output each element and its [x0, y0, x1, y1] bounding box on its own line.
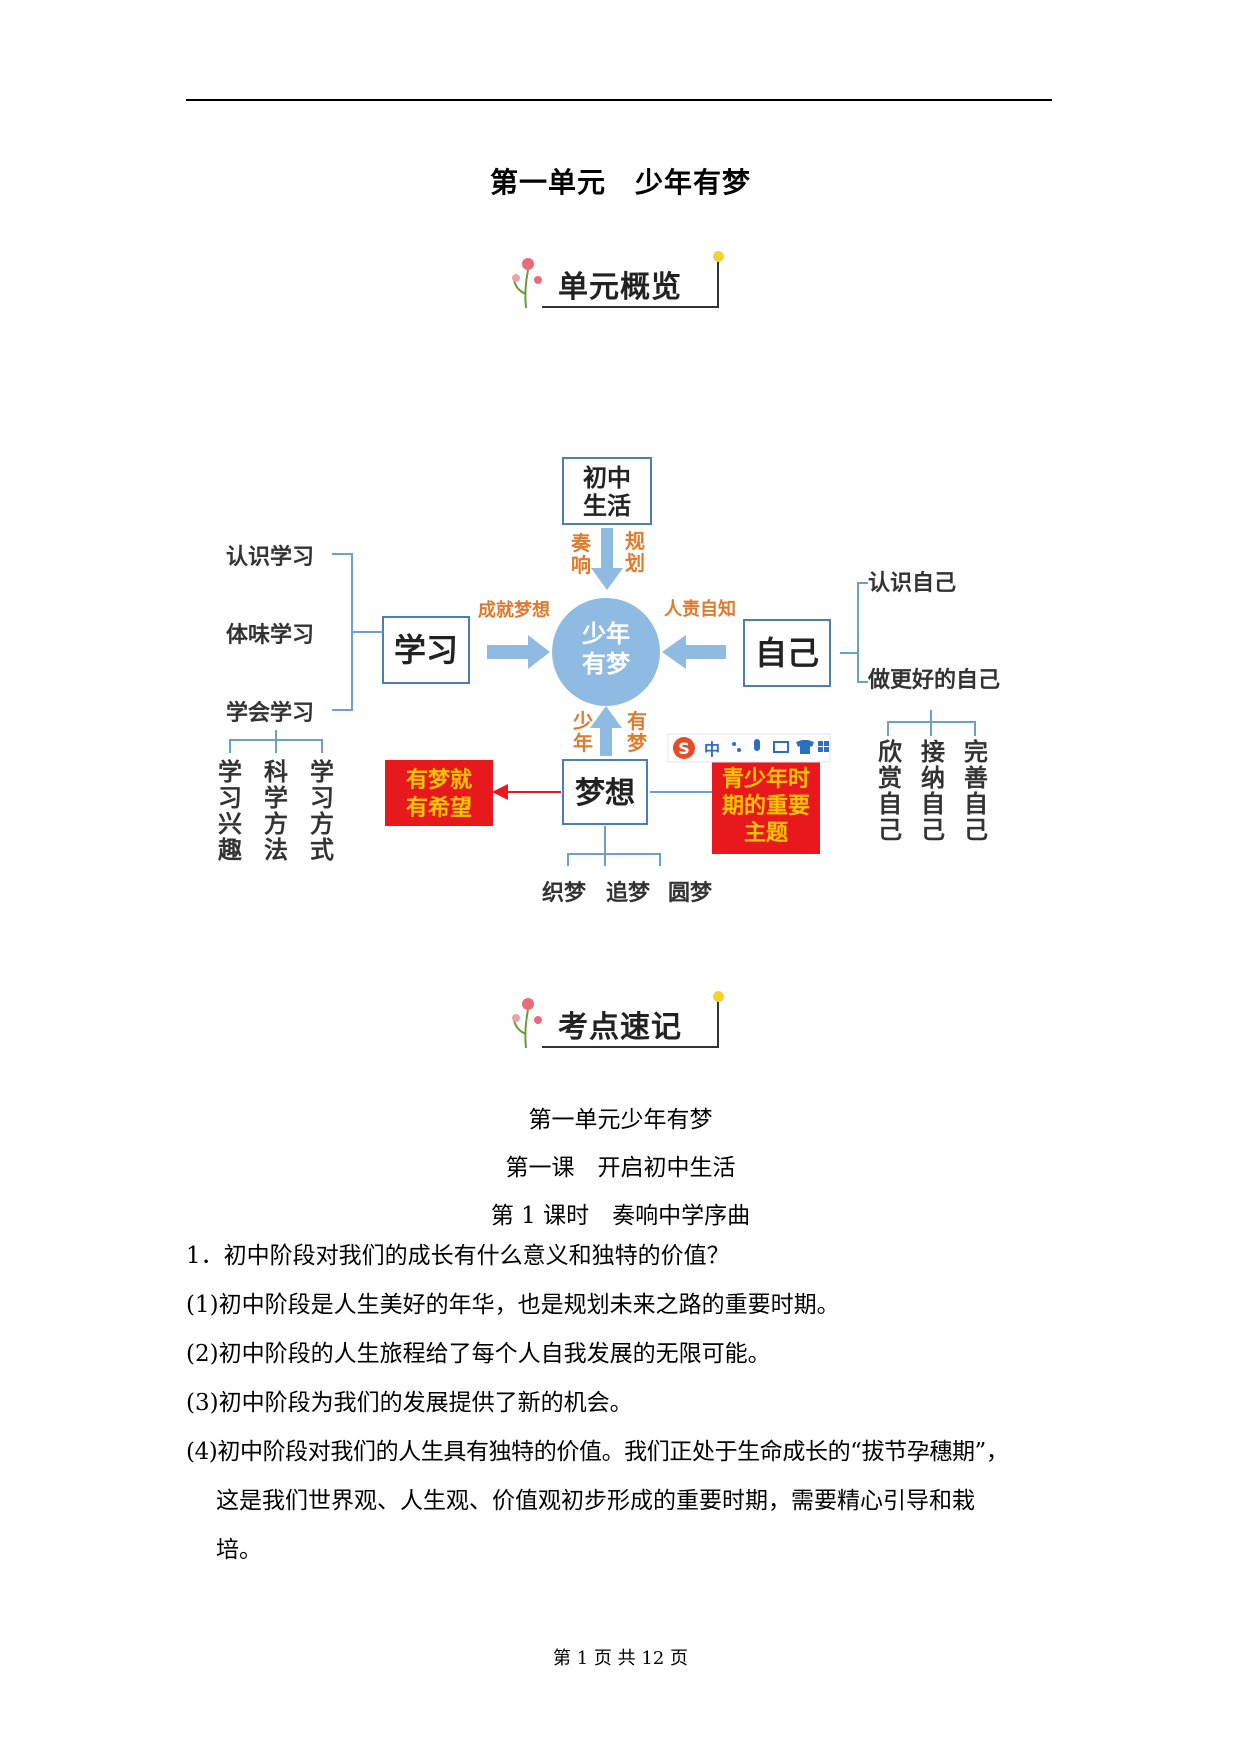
svg-text:S: S	[678, 739, 690, 758]
flower-icon	[512, 998, 542, 1049]
top-arrow	[591, 528, 623, 590]
svg-text:学习: 学习	[394, 631, 458, 669]
answer-1: (1)初中阶段是人生美好的年华，也是规划未来之路的重要时期。	[186, 1292, 840, 1318]
svg-text:做更好的自己: 做更好的自己	[867, 667, 1000, 693]
center-circle	[552, 598, 660, 706]
answer-3: (3)初中阶段为我们的发展提供了新的机会。	[186, 1390, 633, 1416]
svg-text:有希望: 有希望	[406, 795, 472, 821]
period-heading: 第 1 课时 奏响中学序曲	[490, 1203, 751, 1229]
center-line1: 少年	[581, 620, 630, 648]
flower-icon	[512, 258, 542, 309]
selfSub-col-1: 接纳自己	[921, 738, 945, 844]
answer-2: (2)初中阶段的人生旅程给了每个人自我发展的无限可能。	[186, 1341, 771, 1367]
studySub-col-1: 科学方法	[264, 758, 288, 864]
dream-left-red	[385, 760, 493, 826]
svg-text:织梦: 织梦	[542, 880, 587, 906]
svg-text:生活: 生活	[583, 492, 631, 520]
svg-text:有梦就: 有梦就	[406, 767, 472, 793]
svg-text:认识自己: 认识自己	[868, 570, 956, 596]
question: 1．初中阶段对我们的成长有什么意义和独特的价值？	[186, 1243, 730, 1269]
svg-text:体味学习: 体味学习	[226, 622, 314, 648]
lesson-heading: 第一课 开启初中生活	[505, 1155, 736, 1181]
svg-text:初中: 初中	[583, 464, 631, 492]
svg-text:少: 少	[572, 709, 593, 733]
unit-heading: 第一单元少年有梦	[528, 1107, 713, 1133]
right-box	[743, 619, 831, 687]
unit-mind-map: 少年 有梦 初中 生活 奏 响 规 划 学习 成就梦想 自己 人责自知 梦想 少…	[217, 457, 1000, 906]
svg-text:梦想: 梦想	[575, 776, 635, 811]
svg-text:自己: 自己	[755, 634, 819, 672]
svg-text:有: 有	[627, 709, 647, 733]
bottom-box	[562, 759, 648, 825]
keypoints-banner: 考点速记	[506, 990, 724, 1052]
page-footer: 第 1 页 共 12 页	[552, 1648, 689, 1669]
svg-text:奏: 奏	[570, 531, 592, 555]
answer-4-line1: (4)初中阶段对我们的人生具有独特的价值。我们正处于生命成长的“拔节孕穗期”，	[186, 1439, 1009, 1465]
right-arrow	[662, 635, 726, 669]
dream-right-red	[712, 760, 820, 854]
banner-label: 单元概览	[558, 270, 682, 305]
svg-text:主题: 主题	[744, 821, 789, 846]
svg-text:响: 响	[571, 553, 591, 577]
svg-text:中: 中	[704, 740, 720, 759]
page-title: 第一单元 少年有梦	[489, 166, 751, 199]
studySub-col-2: 学习方式	[310, 758, 334, 864]
page-number: 1	[576, 1648, 589, 1669]
answer-4-line2: 这是我们世界观、人生观、价值观初步形成的重要时期，需要精心引导和栽	[216, 1488, 975, 1514]
header-rule	[186, 99, 1052, 101]
svg-text:青少年时: 青少年时	[722, 766, 810, 792]
svg-text:梦: 梦	[627, 731, 648, 755]
banner-label: 考点速记	[558, 1010, 682, 1045]
bottom-arrow	[590, 706, 622, 756]
selfSub-col-0: 欣赏自己	[878, 738, 902, 844]
study-bracket	[332, 553, 383, 711]
top-box	[562, 457, 652, 525]
svg-text:划: 划	[625, 551, 645, 575]
left-box	[382, 616, 470, 684]
total-pages: 12	[641, 1648, 665, 1669]
svg-text:规: 规	[625, 529, 645, 553]
svg-text:年: 年	[573, 731, 593, 755]
svg-text:认识学习: 认识学习	[226, 544, 314, 570]
self-bracket	[840, 582, 868, 683]
answer-4-line3: 培。	[216, 1537, 262, 1563]
svg-text:学会学习: 学会学习	[226, 700, 314, 726]
svg-text:圆梦: 圆梦	[668, 880, 713, 906]
svg-text:人责自知: 人责自知	[664, 598, 736, 620]
svg-text:追梦: 追梦	[606, 880, 651, 906]
svg-text:期的重要: 期的重要	[722, 793, 810, 819]
svg-text:成就梦想: 成就梦想	[478, 599, 550, 621]
center-line2: 有梦	[582, 650, 631, 678]
selfSub-col-2: 完善自己	[964, 738, 988, 844]
overview-banner: 单元概览	[506, 250, 724, 312]
studySub-col-0: 学习兴趣	[217, 758, 243, 864]
ime-toolbar: S 中	[667, 733, 831, 763]
left-arrow	[487, 635, 550, 669]
